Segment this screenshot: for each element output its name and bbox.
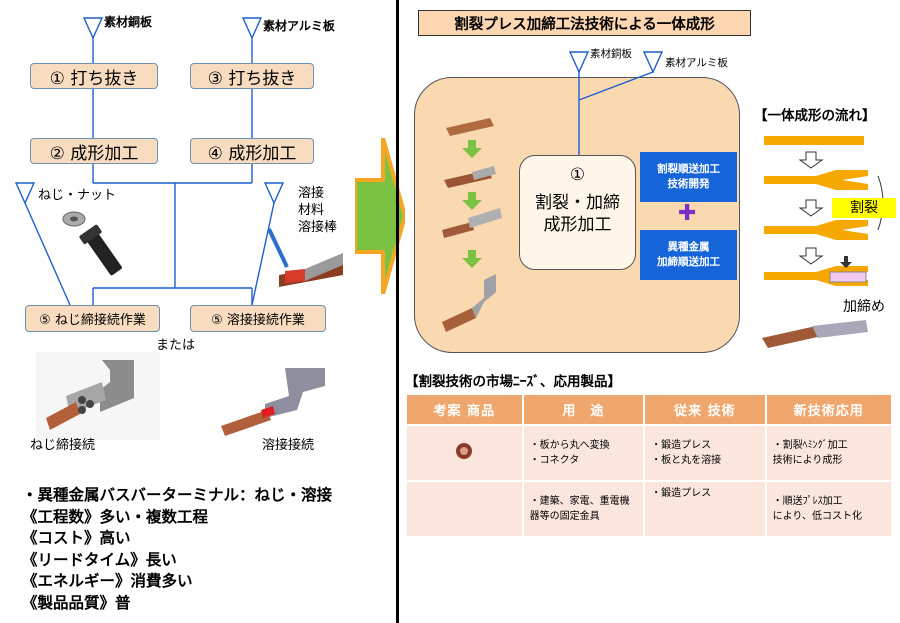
transition-arrow-icon (355, 138, 405, 294)
right-antenna-lines (568, 51, 664, 155)
aluminum-material-label: 素材アルミ板 (263, 19, 335, 33)
right-title: 割裂プレス加締工法技術による一体成形 (418, 10, 751, 36)
weld-rod-image (267, 228, 343, 287)
cell-line: ・順送ﾌﾟﾚｽ加工 (772, 496, 843, 507)
blue-tab-line: 異種金属 (667, 241, 710, 253)
use-cell: ・建築、家電、重電機 器等の固定金具 (521, 480, 646, 538)
flow-diagram (762, 136, 884, 348)
summary-line: 《工程数》多い・複数工程 (22, 507, 209, 526)
flow-title: 【一体成形の流れ】 (754, 108, 876, 124)
use-cell: ・板から丸へ変換 ・コネクタ (521, 424, 646, 482)
screw-nut-image (62, 211, 122, 276)
plus-icon: ✚ (678, 201, 697, 226)
terminal-product-image (456, 442, 473, 459)
cell-line: 技術により成形 (772, 455, 843, 466)
header-new-tech: 新技術応用 (764, 393, 894, 426)
process-block-line: 割裂・加締 (535, 193, 620, 213)
left-diagram-lines (14, 17, 285, 306)
summary-text: ・異種金属バスバーターミナル：ねじ・溶接 《工程数》多い・複数工程 《コスト》高… (22, 485, 332, 614)
weld-connection-image (221, 368, 325, 436)
screw-connection-image (36, 352, 160, 440)
cell-line: ・建築、家電、重電機 (529, 496, 630, 507)
or-label: または (156, 338, 196, 353)
copper-material-label: 素材銅板 (104, 15, 153, 29)
summary-line: 《コスト》高い (22, 529, 131, 547)
split-label: 割裂 (832, 198, 896, 218)
process-step-5a: ⑤ ねじ締接続作業 (25, 305, 160, 332)
weld-material-label-3: 溶接棒 (298, 220, 338, 235)
table-row: ・建築、家電、重電機 器等の固定金具 ・鍛造プレス ・順送ﾌﾟﾚｽ加工 により、… (405, 480, 894, 538)
summary-line: ・異種金属バスバーターミナル：ねじ・溶接 (22, 486, 333, 504)
crimp-label: 加締め (843, 299, 885, 315)
screw-material-icon (14, 182, 36, 205)
cell-line: ・板と丸を溶接 (651, 455, 722, 466)
product-cell (405, 480, 524, 538)
old-tech-cell: ・鍛造プレス (643, 480, 767, 538)
header-old-tech: 従来 技術 (643, 393, 767, 426)
summary-line: 《リードタイム》長い (22, 550, 177, 569)
product-cell (405, 424, 524, 482)
weld-material-label-2: 材料 (298, 203, 325, 218)
cell-line: ・コネクタ (529, 455, 580, 466)
right-aluminum-label: 素材アルミ板 (665, 57, 728, 69)
copper-material-icon (82, 17, 104, 40)
screw-nut-label: ねじ・ナット (38, 188, 117, 203)
new-tech-cell: ・順送ﾌﾟﾚｽ加工 により、低コスト化 (764, 480, 894, 538)
new-tech-cell: ・割裂ﾍﾐﾝｸﾞ加工 技術により成形 (764, 424, 894, 482)
process-step-2: ② 成形加工 (30, 138, 158, 164)
weld-material-label-1: 溶接 (298, 186, 325, 201)
summary-line: 《製品品質》普 (22, 593, 131, 612)
weld-material-icon (263, 182, 285, 205)
cell-line: ・鍛造プレス (651, 440, 712, 451)
table-header-row: 考案 商品 用 途 従来 技術 新技術応用 (405, 393, 894, 426)
process-step-5b: ⑤ 溶接接続作業 (190, 305, 326, 332)
old-tech-cell: ・鍛造プレス ・板と丸を溶接 (643, 424, 767, 482)
table-row: ・板から丸へ変換 ・コネクタ ・鍛造プレス ・板と丸を溶接 ・割裂ﾍﾐﾝｸﾞ加工… (405, 424, 894, 482)
process-step-1: ① 打ち抜き (30, 63, 158, 89)
right-copper-label: 素材銅板 (590, 48, 632, 60)
summary-line: 《エネルギー》消費多い (22, 572, 193, 590)
header-use: 用 途 (521, 393, 646, 426)
weld-connection-label: 溶接接続 (262, 438, 315, 453)
aluminum-material-icon (241, 17, 263, 40)
blue-tab-line: 割裂順送加工 (657, 163, 720, 175)
screw-connection-label: ねじ締接続 (30, 438, 96, 453)
blue-tab-line: 加締順送加工 (657, 256, 720, 268)
process-block-line: 成形加工 (543, 215, 612, 235)
process-step-4: ④ 成形加工 (190, 138, 314, 164)
market-table: 考案 商品 用 途 従来 技術 新技術応用 ・板から丸へ変換 ・コネクタ ・鍛造… (405, 393, 894, 538)
cell-line: ・板から丸へ変換 (529, 440, 610, 451)
vertical-divider (396, 0, 399, 623)
blue-tab-line: 技術開発 (667, 178, 710, 190)
cell-line: 器等の固定金具 (529, 511, 600, 522)
cell-line: ・鍛造プレス (651, 488, 712, 499)
header-product: 考案 商品 (405, 393, 524, 426)
cell-line: ・割裂ﾍﾐﾝｸﾞ加工 (772, 440, 848, 451)
market-title: 【割裂技術の市場ﾆｰｽﾞ、応用製品】 (405, 374, 621, 390)
process-step-3: ③ 打ち抜き (190, 63, 314, 89)
blue-tab-split-dev: 割裂順送加工 技術開発 (640, 152, 737, 202)
process-block-number: ① (569, 165, 586, 185)
process-block: ① 割裂・加締 成形加工 (519, 155, 636, 270)
cell-line: により、低コスト化 (772, 511, 863, 522)
forming-sequence-images (442, 118, 502, 332)
blue-tab-dissimilar: 異種金属 加締順送加工 (640, 230, 737, 280)
